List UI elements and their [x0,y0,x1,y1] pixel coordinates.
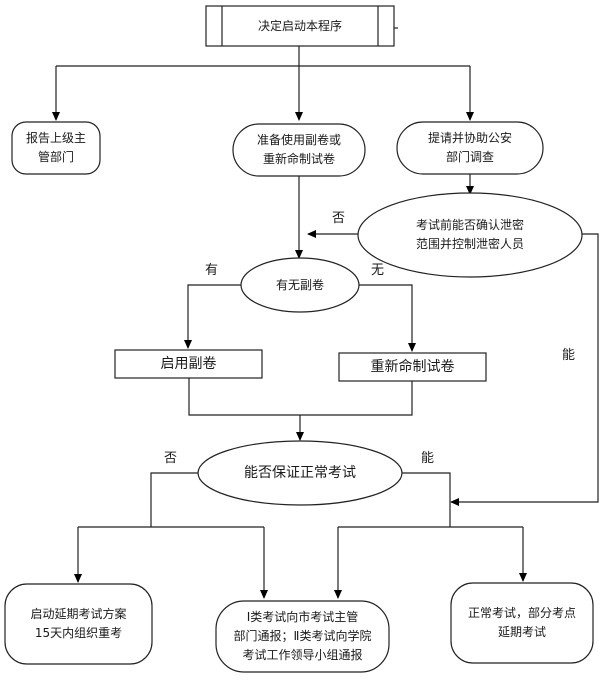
normal-shape [450,582,594,664]
node-confirm: 考试前能否确认泄密 范围并控制泄密人员 [358,193,582,277]
edge-label-confirm-no: 否 [332,211,346,226]
node-remake-label: 重新命制试卷 [370,359,455,375]
report-shape [11,121,101,175]
edge-ensure-yes [402,472,451,527]
node-report: 报告上级主 管部门 [12,122,100,174]
edge-label-ensure-yes: 能 [421,451,435,466]
node-normal: 正常考试，部分考点 延期考试 [451,583,593,663]
delay-shape [4,583,153,665]
notify-shape [215,600,390,673]
node-report-label: 报告上级主 管部门 [25,131,86,164]
node-has-backup-label: 有无副卷 [275,277,324,292]
node-ensure: 能否保证正常考试 [198,441,402,505]
edge-backup-yes [184,284,241,349]
node-use-backup-label: 启用副卷 [160,356,217,372]
edge-label-confirm-yes: 能 [562,348,576,363]
node-police: 提请并协助公安 部门调查 [397,122,543,174]
confirm-shape [357,192,583,278]
node-police-label: 提请并协助公安 部门调查 [427,131,512,164]
edge-label-ensure-no: 否 [164,451,178,466]
node-remake: 重新命制试卷 [339,353,486,381]
node-prepare-label: 准备使用副卷或 重新命制试卷 [256,133,341,166]
node-start-label: 决定启动本程序 [257,18,342,33]
edge-backup-no [359,284,416,352]
node-ensure-label: 能否保证正常考试 [244,465,356,481]
start-box-shape [205,5,395,47]
node-notify-label: Ⅰ类考试向市考试主管 部门通报；Ⅱ类考试向学院 考试工作领导小组通报 [233,610,372,662]
edge-merge [188,378,413,416]
node-prepare: 准备使用副卷或 重新命制试卷 [233,124,365,176]
edge-label-backup-no: 无 [371,263,385,278]
node-confirm-label: 考试前能否确认泄密 范围并控制泄密人员 [415,218,524,251]
node-delay-label: 启动延期考试方案 15天内组织重考 [30,607,127,640]
edge-ensure-no [150,472,198,527]
node-normal-label: 正常考试，部分考点 延期考试 [467,606,576,639]
node-use-backup: 启用副卷 [115,350,262,378]
edge-label-backup-yes: 有 [205,263,219,278]
node-delay: 启动延期考试方案 15天内组织重考 [5,584,152,664]
node-notify: Ⅰ类考试向市考试主管 部门通报；Ⅱ类考试向学院 考试工作领导小组通报 [216,601,389,672]
edge-confirm-yes [450,233,599,506]
node-has-backup: 有无副卷 [241,258,359,312]
node-start: 决定启动本程序 [222,6,378,46]
